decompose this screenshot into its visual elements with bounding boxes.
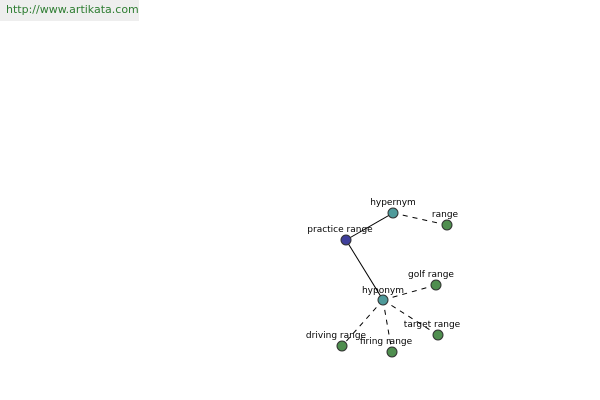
node-label-golf[interactable]: golf range bbox=[408, 270, 454, 280]
node-label-firing[interactable]: firing range bbox=[360, 337, 413, 347]
edge-hyponym-firing bbox=[382, 299, 393, 353]
node-label-range[interactable]: range bbox=[432, 210, 459, 220]
node-golf[interactable] bbox=[430, 279, 442, 291]
node-target[interactable] bbox=[432, 329, 444, 341]
edge-hyponym-driving bbox=[341, 299, 384, 347]
node-hyponym[interactable] bbox=[377, 294, 389, 306]
node-practice[interactable] bbox=[340, 234, 352, 246]
node-label-hypernym[interactable]: hypernym bbox=[370, 198, 416, 208]
edge-hyponym-target bbox=[382, 299, 439, 336]
edge-practice-hypernym bbox=[345, 212, 394, 241]
node-range[interactable] bbox=[441, 219, 453, 231]
node-hypernym[interactable] bbox=[387, 207, 399, 219]
site-url-text[interactable]: http://www.artikata.com bbox=[0, 0, 139, 21]
node-label-target[interactable]: target range bbox=[404, 320, 461, 330]
node-firing[interactable] bbox=[386, 346, 398, 358]
edge-practice-hyponym bbox=[345, 239, 384, 301]
node-label-practice[interactable]: practice range bbox=[307, 225, 373, 235]
node-label-hyponym[interactable]: hyponym bbox=[362, 286, 404, 296]
node-driving[interactable] bbox=[336, 340, 348, 352]
node-label-driving[interactable]: driving range bbox=[306, 331, 367, 341]
